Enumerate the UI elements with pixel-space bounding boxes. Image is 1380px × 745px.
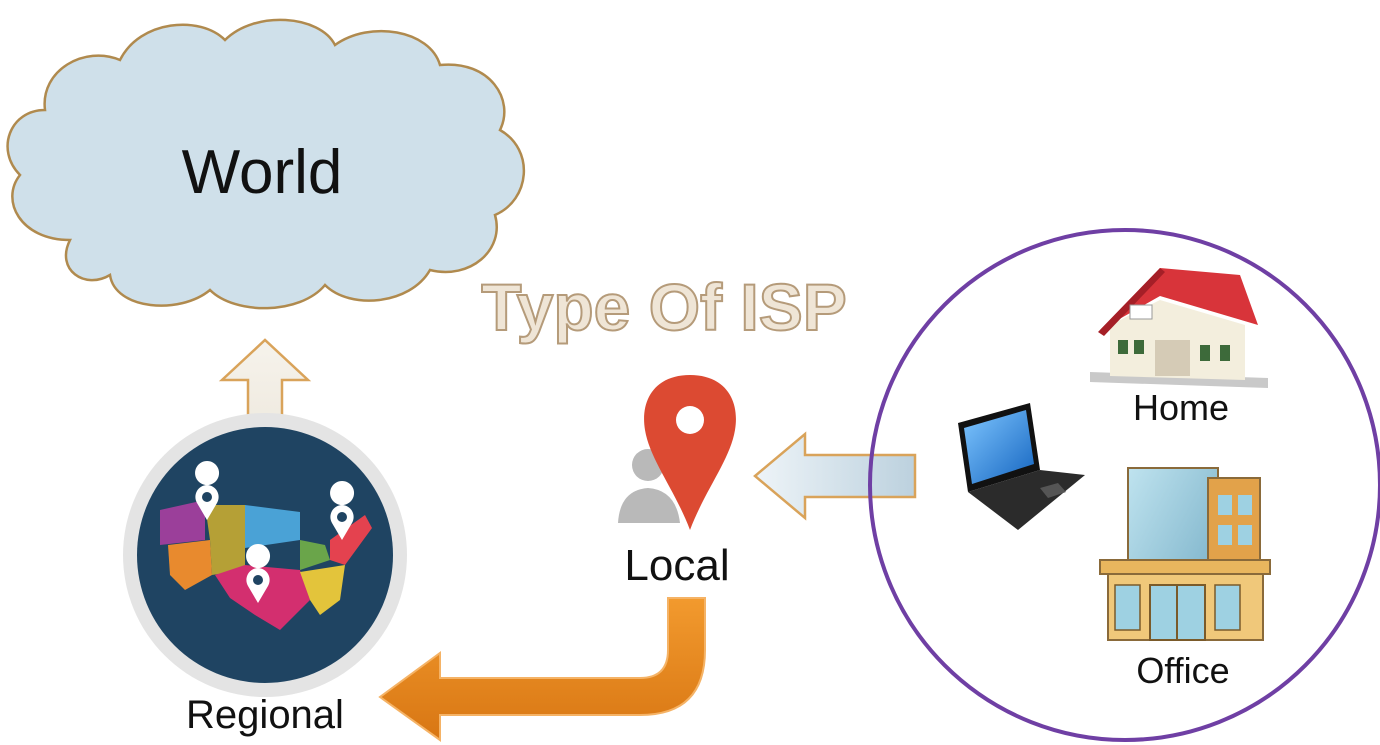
laptop-icon [958, 403, 1085, 530]
local-label: Local [624, 541, 729, 590]
office-building-icon [1099, 467, 1271, 641]
map-pin-icon [644, 375, 736, 530]
users-group: Home Office [868, 228, 1380, 742]
person-icon [618, 449, 680, 523]
arrow-local-to-regional [378, 597, 706, 742]
home-label: Home [1133, 387, 1229, 428]
cloud-icon [6, 18, 525, 310]
regional-label: Regional [186, 693, 344, 737]
local-node: Local [618, 375, 736, 590]
diagram-title: Type Of ISP [481, 270, 847, 344]
arrow-users-to-local [753, 431, 917, 521]
world-label: World [182, 138, 343, 207]
world-cloud: World [6, 18, 525, 310]
office-label: Office [1136, 650, 1229, 691]
house-icon [1090, 268, 1268, 388]
regional-node: Regional [123, 413, 407, 737]
map-pin-icon [195, 461, 355, 603]
usa-map-icon [160, 500, 372, 630]
